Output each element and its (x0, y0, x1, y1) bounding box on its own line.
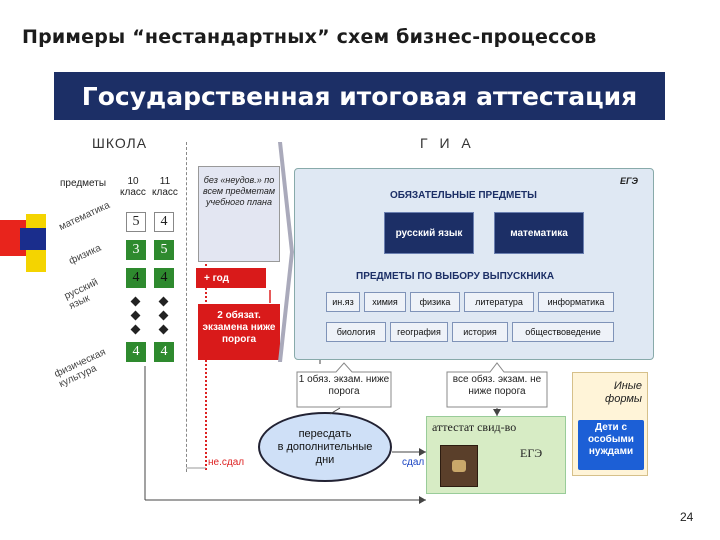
grade-cell: 4 (154, 212, 174, 232)
retake-line: дни (315, 453, 335, 466)
plus-year-badge: + год (196, 268, 266, 288)
other-forms-text: Иные формы (604, 380, 642, 405)
school-heading: ШКОЛА (92, 135, 148, 151)
ege-label: ЕГЭ (620, 176, 638, 186)
gia-heading: Г И А (420, 135, 475, 151)
retake-line: пересдать (298, 427, 352, 440)
subjects-label: предметы (60, 178, 107, 189)
choice-subject: ин.яз (326, 292, 360, 312)
grade-cell: 4 (126, 268, 146, 288)
passed-label: сдал (402, 457, 425, 468)
certificate-text: аттестат свид-во (432, 420, 517, 434)
decor-blue-square (20, 228, 46, 250)
emblem-icon (452, 460, 466, 472)
one-below-callout-shape (296, 362, 392, 408)
grade-cell: 5 (154, 240, 174, 260)
choice-subject: география (390, 322, 448, 342)
choice-subject: информатика (538, 292, 614, 312)
retake-line: в дополнительные (277, 440, 373, 453)
grade10-label: 10 класс (120, 176, 146, 198)
choice-subject: литература (464, 292, 534, 312)
special-needs-box: Дети с особыми нуждами (578, 420, 644, 470)
choice-subject: биология (326, 322, 386, 342)
choice-subject: обществоведение (512, 322, 614, 342)
grade-cell: 5 (126, 212, 146, 232)
grade-cell: 3 (126, 240, 146, 260)
banner-title: Государственная итоговая аттестация (54, 72, 665, 120)
grade-cell: 4 (126, 342, 146, 362)
choice-subject: физика (410, 292, 460, 312)
not-passed-label: не.сдал (208, 457, 245, 468)
one-below-text: 1 обяз. экзам. ниже порога (298, 374, 390, 397)
grade11-label: 11 класс (152, 176, 178, 198)
retake-oval: пересдать в дополнительные дни (258, 412, 392, 482)
all-above-text: все обяз. экзам. не ниже порога (452, 374, 542, 397)
page-number: 24 (680, 510, 694, 524)
required-heading: ОБЯЗАТЕЛЬНЫЕ ПРЕДМЕТЫ (390, 190, 537, 201)
grade-cell: 4 (154, 342, 174, 362)
required-russian: русский язык (384, 212, 474, 254)
two-exams-below-box: 2 обязат. экзамена ниже порога (198, 304, 280, 360)
arrow-right-icon (278, 142, 294, 362)
choice-subject: химия (364, 292, 406, 312)
certificate-ege-text: ЕГЭ (520, 446, 543, 460)
choice-subject: история (452, 322, 508, 342)
required-math: математика (494, 212, 584, 254)
divider-line (186, 142, 187, 472)
grade-cell: 4 (154, 268, 174, 288)
no-fail-note: без «неудов.» по всем предметам учебного… (198, 166, 280, 262)
fail-path-line (205, 260, 207, 470)
slide-title: Примеры “нестандартных” схем бизнес-проц… (22, 26, 597, 48)
all-above-callout-shape (446, 362, 548, 408)
choice-heading: ПРЕДМЕТЫ ПО ВЫБОРУ ВЫПУСКНИКА (356, 271, 555, 282)
